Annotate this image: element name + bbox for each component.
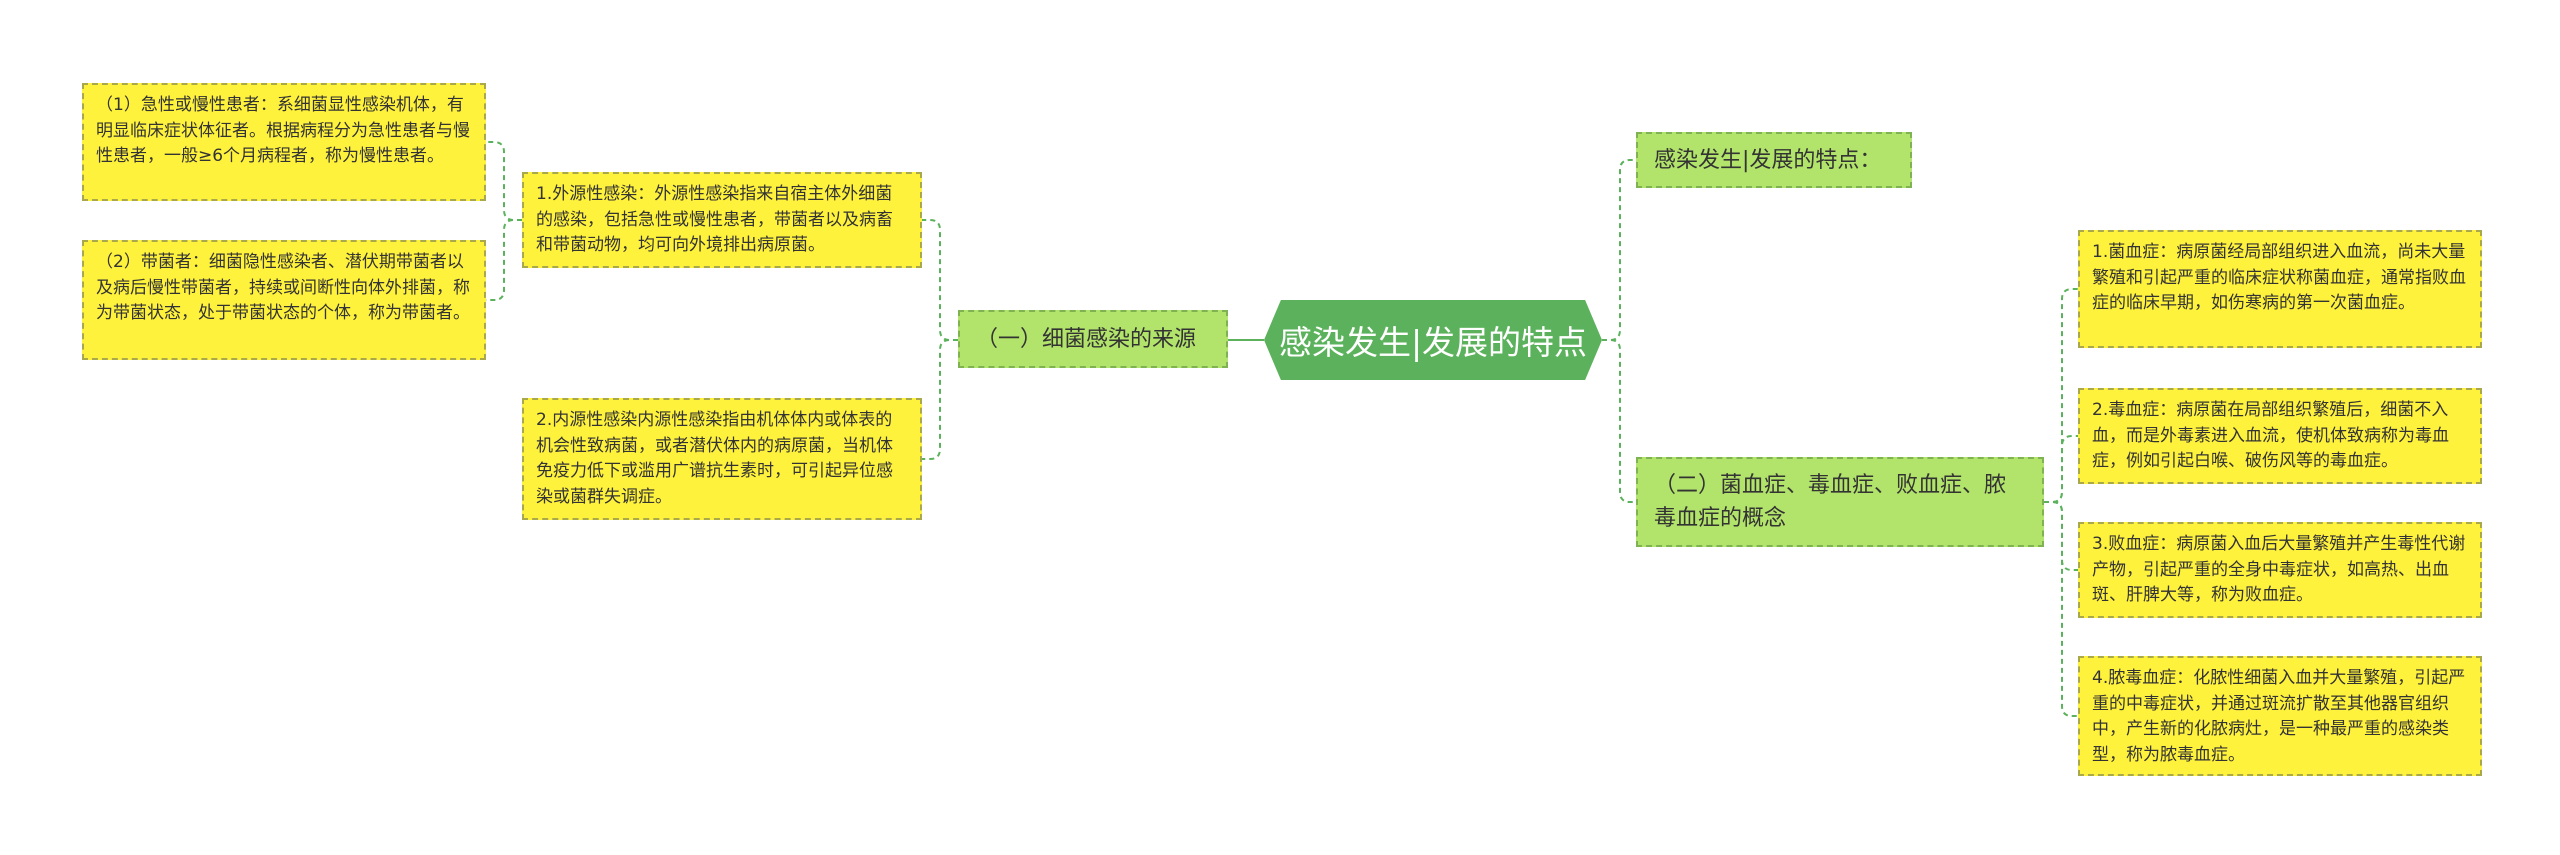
leaf-carrier-text: （2）带菌者：细菌隐性感染者、潜伏期带菌者以及病后慢性带菌者，持续或间断性向体外… — [96, 252, 470, 323]
branch-features[interactable]: 感染发生|发展的特点： — [1636, 132, 1912, 188]
branch-concepts-label: （二）菌血症、毒血症、败血症、脓毒血症的概念 — [1654, 473, 2007, 531]
leaf-acute-chronic-patient[interactable]: （1）急性或慢性患者：系细菌显性感染机体，有明显临床症状体征者。根据病程分为急性… — [82, 83, 486, 201]
connector-exogenous-to-carrier — [486, 219, 522, 301]
root-node[interactable]: 感染发生|发展的特点 — [1264, 300, 1602, 380]
leaf-toxemia[interactable]: 2.毒血症：病原菌在局部组织繁殖后，细菌不入血，而是外毒素进入血流，使机体致病称… — [2078, 388, 2482, 484]
leaf-endogenous-infection-text: 2.内源性感染内源性感染指由机体体内或体表的机会性致病菌，或者潜伏体内的病原菌，… — [536, 410, 893, 507]
connector-root-to-features — [1602, 159, 1636, 341]
connector-source-to-exogenous — [922, 219, 958, 341]
branch-infection-source-label: （一）细菌感染的来源 — [976, 326, 1197, 352]
leaf-pyemia-text: 4.脓毒血症：化脓性细菌入血并大量繁殖，引起严重的中毒症状，并通过斑流扩散至其他… — [2092, 668, 2466, 765]
leaf-bacteremia[interactable]: 1.菌血症：病原菌经局部组织进入血流，尚未大量繁殖和引起严重的临床症状称菌血症，… — [2078, 230, 2482, 348]
leaf-toxemia-text: 2.毒血症：病原菌在局部组织繁殖后，细菌不入血，而是外毒素进入血流，使机体致病称… — [2092, 400, 2449, 471]
leaf-septicemia[interactable]: 3.败血症：病原菌入血后大量繁殖并产生毒性代谢产物，引起严重的全身中毒症状，如高… — [2078, 522, 2482, 618]
leaf-bacteremia-text: 1.菌血症：病原菌经局部组织进入血流，尚未大量繁殖和引起严重的临床症状称菌血症，… — [2092, 242, 2466, 313]
root-label: 感染发生|发展的特点 — [1278, 323, 1588, 362]
connector-concepts-to-toxemia — [2044, 435, 2078, 503]
leaf-acute-chronic-patient-text: （1）急性或慢性患者：系细菌显性感染机体，有明显临床症状体征者。根据病程分为急性… — [96, 95, 470, 166]
leaf-exogenous-infection-text: 1.外源性感染：外源性感染指来自宿主体外细菌的感染，包括急性或慢性患者，带菌者以… — [536, 184, 893, 255]
branch-infection-source[interactable]: （一）细菌感染的来源 — [958, 310, 1228, 368]
connector-source-to-endogenous — [922, 339, 958, 460]
leaf-septicemia-text: 3.败血症：病原菌入血后大量繁殖并产生毒性代谢产物，引起严重的全身中毒症状，如高… — [2092, 534, 2466, 605]
connector-exogenous-to-patient — [486, 141, 522, 221]
connector-root-to-concepts — [1602, 339, 1636, 503]
branch-features-label: 感染发生|发展的特点： — [1654, 147, 1882, 173]
branch-concepts[interactable]: （二）菌血症、毒血症、败血症、脓毒血症的概念 — [1636, 457, 2044, 547]
leaf-pyemia[interactable]: 4.脓毒血症：化脓性细菌入血并大量繁殖，引起严重的中毒症状，并通过斑流扩散至其他… — [2078, 656, 2482, 776]
connector-concepts-to-pyemia — [2044, 501, 2078, 717]
leaf-endogenous-infection[interactable]: 2.内源性感染内源性感染指由机体体内或体表的机会性致病菌，或者潜伏体内的病原菌，… — [522, 398, 922, 520]
leaf-carrier[interactable]: （2）带菌者：细菌隐性感染者、潜伏期带菌者以及病后慢性带菌者，持续或间断性向体外… — [82, 240, 486, 360]
leaf-exogenous-infection[interactable]: 1.外源性感染：外源性感染指来自宿主体外细菌的感染，包括急性或慢性患者，带菌者以… — [522, 172, 922, 268]
